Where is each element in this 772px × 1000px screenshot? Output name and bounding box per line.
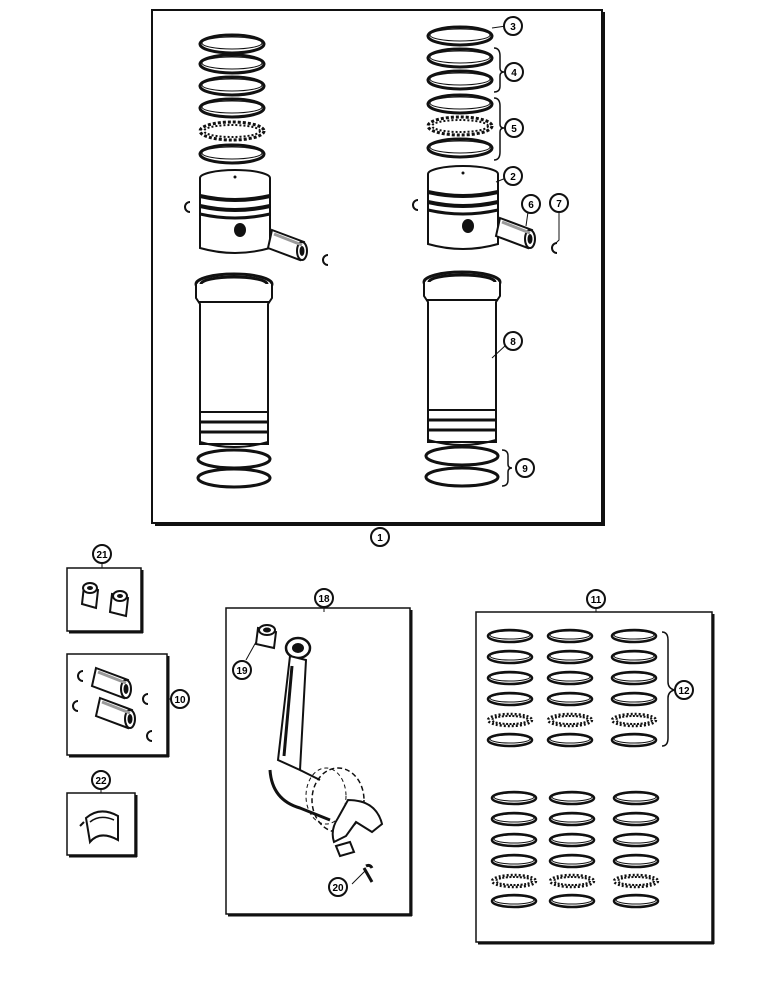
- callout-22: 22: [91, 770, 111, 790]
- svg-text:20: 20: [332, 883, 344, 894]
- callout-1: 1: [370, 527, 390, 547]
- callout-12: 12: [674, 680, 694, 700]
- svg-text:21: 21: [96, 550, 108, 561]
- callout-21: 21: [92, 544, 112, 564]
- left-sleeve: [194, 272, 274, 449]
- cylinder-sleeve-kit-panel: [151, 9, 605, 526]
- callout-11: 11: [586, 589, 606, 609]
- bearing-kit-panel: [66, 792, 138, 858]
- left-piston: [198, 168, 272, 255]
- callout-9: 9: [515, 458, 535, 478]
- connecting-rod-panel: [225, 607, 413, 917]
- svg-text:4: 4: [511, 68, 517, 79]
- callout-18: 18: [314, 588, 334, 608]
- svg-text:7: 7: [556, 199, 562, 210]
- callout-19: 19: [232, 660, 252, 680]
- right-piston: [426, 164, 500, 251]
- svg-text:11: 11: [591, 595, 602, 606]
- svg-text:8: 8: [510, 337, 516, 348]
- seal-rings: [196, 445, 500, 489]
- svg-text:10: 10: [174, 695, 186, 706]
- callout-8: 8: [503, 331, 523, 351]
- svg-text:18: 18: [318, 594, 330, 605]
- callout-3: 3: [503, 16, 523, 36]
- bushing-kit-panel: [66, 567, 144, 634]
- callout-4: 4: [504, 62, 524, 82]
- callout-6: 6: [521, 194, 541, 214]
- right-sleeve: [422, 270, 502, 447]
- svg-text:1: 1: [377, 533, 383, 544]
- pin-kit-panel: [66, 653, 170, 758]
- svg-text:9: 9: [522, 464, 528, 475]
- svg-text:3: 3: [510, 22, 516, 33]
- svg-text:6: 6: [528, 200, 534, 211]
- piston-ring-kit-panel: [475, 611, 715, 945]
- callout-10: 10: [170, 689, 190, 709]
- callout-5: 5: [504, 118, 524, 138]
- svg-text:12: 12: [678, 686, 690, 697]
- callout-7: 7: [549, 193, 569, 213]
- svg-text:2: 2: [510, 172, 516, 183]
- svg-text:19: 19: [236, 666, 248, 677]
- callout-2: 2: [503, 166, 523, 186]
- svg-text:22: 22: [95, 776, 107, 787]
- svg-text:5: 5: [511, 124, 517, 135]
- callout-20: 20: [328, 877, 348, 897]
